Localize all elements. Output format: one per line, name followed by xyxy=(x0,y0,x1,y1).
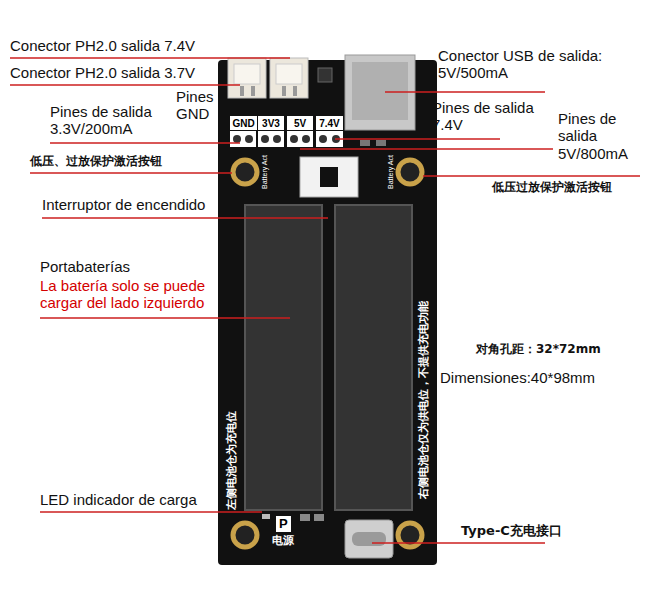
silkscreen-text: 电源 xyxy=(272,535,294,548)
pin-name: 3V3 xyxy=(262,118,280,129)
silkscreen-text: Battery Act xyxy=(387,155,395,189)
pin-label-box: 5V xyxy=(287,116,313,130)
pin-name: 7.4V xyxy=(319,118,340,129)
callout-label: Pines de salida 7.4V xyxy=(432,99,547,134)
callout-label: Interruptor de encendido xyxy=(42,196,205,213)
callout-label: Conector USB de salida: 5V/500mA xyxy=(438,47,643,82)
pin-label-box: GND xyxy=(230,116,257,130)
callout-label: Portabaterías xyxy=(40,258,130,275)
logo-mark: P xyxy=(276,516,291,532)
callout-note: La batería solo se puede cargar del lado… xyxy=(40,277,225,312)
pin-label-box: 7.4V xyxy=(316,116,343,130)
callout-label: Pines de salida 3.3V/200mA xyxy=(50,103,172,138)
callout-label: Pines de salida 5V/800mA xyxy=(558,110,643,162)
silkscreen-text: Battery Act xyxy=(261,155,269,189)
callout-label: LED indicador de carga xyxy=(40,491,197,508)
callout-label: Conector PH2.0 salida 3.7V xyxy=(10,64,195,81)
silkscreen-text: 右侧电池仓仅为供电位，不提供充电功能 xyxy=(418,301,431,499)
callout-label: Pines GND xyxy=(176,88,221,123)
pin-name: 5V xyxy=(294,118,306,129)
pin-label-box: 3V3 xyxy=(258,116,284,130)
dimension-label: 对角孔距：32*72mm xyxy=(476,343,601,357)
dimension-label: Dimensiones:40*98mm xyxy=(440,369,595,386)
callout-label: Conector PH2.0 salida 7.4V xyxy=(10,37,195,54)
callout-label: 低压、过放保护激活按钮 xyxy=(30,155,162,169)
pin-name: GND xyxy=(232,118,254,129)
callout-label: Type-C充电接口 xyxy=(461,524,562,539)
silkscreen-text: 左侧电池仓为充电位 xyxy=(226,410,239,509)
callout-label: 低压过放保护激活按钮 xyxy=(492,181,612,195)
